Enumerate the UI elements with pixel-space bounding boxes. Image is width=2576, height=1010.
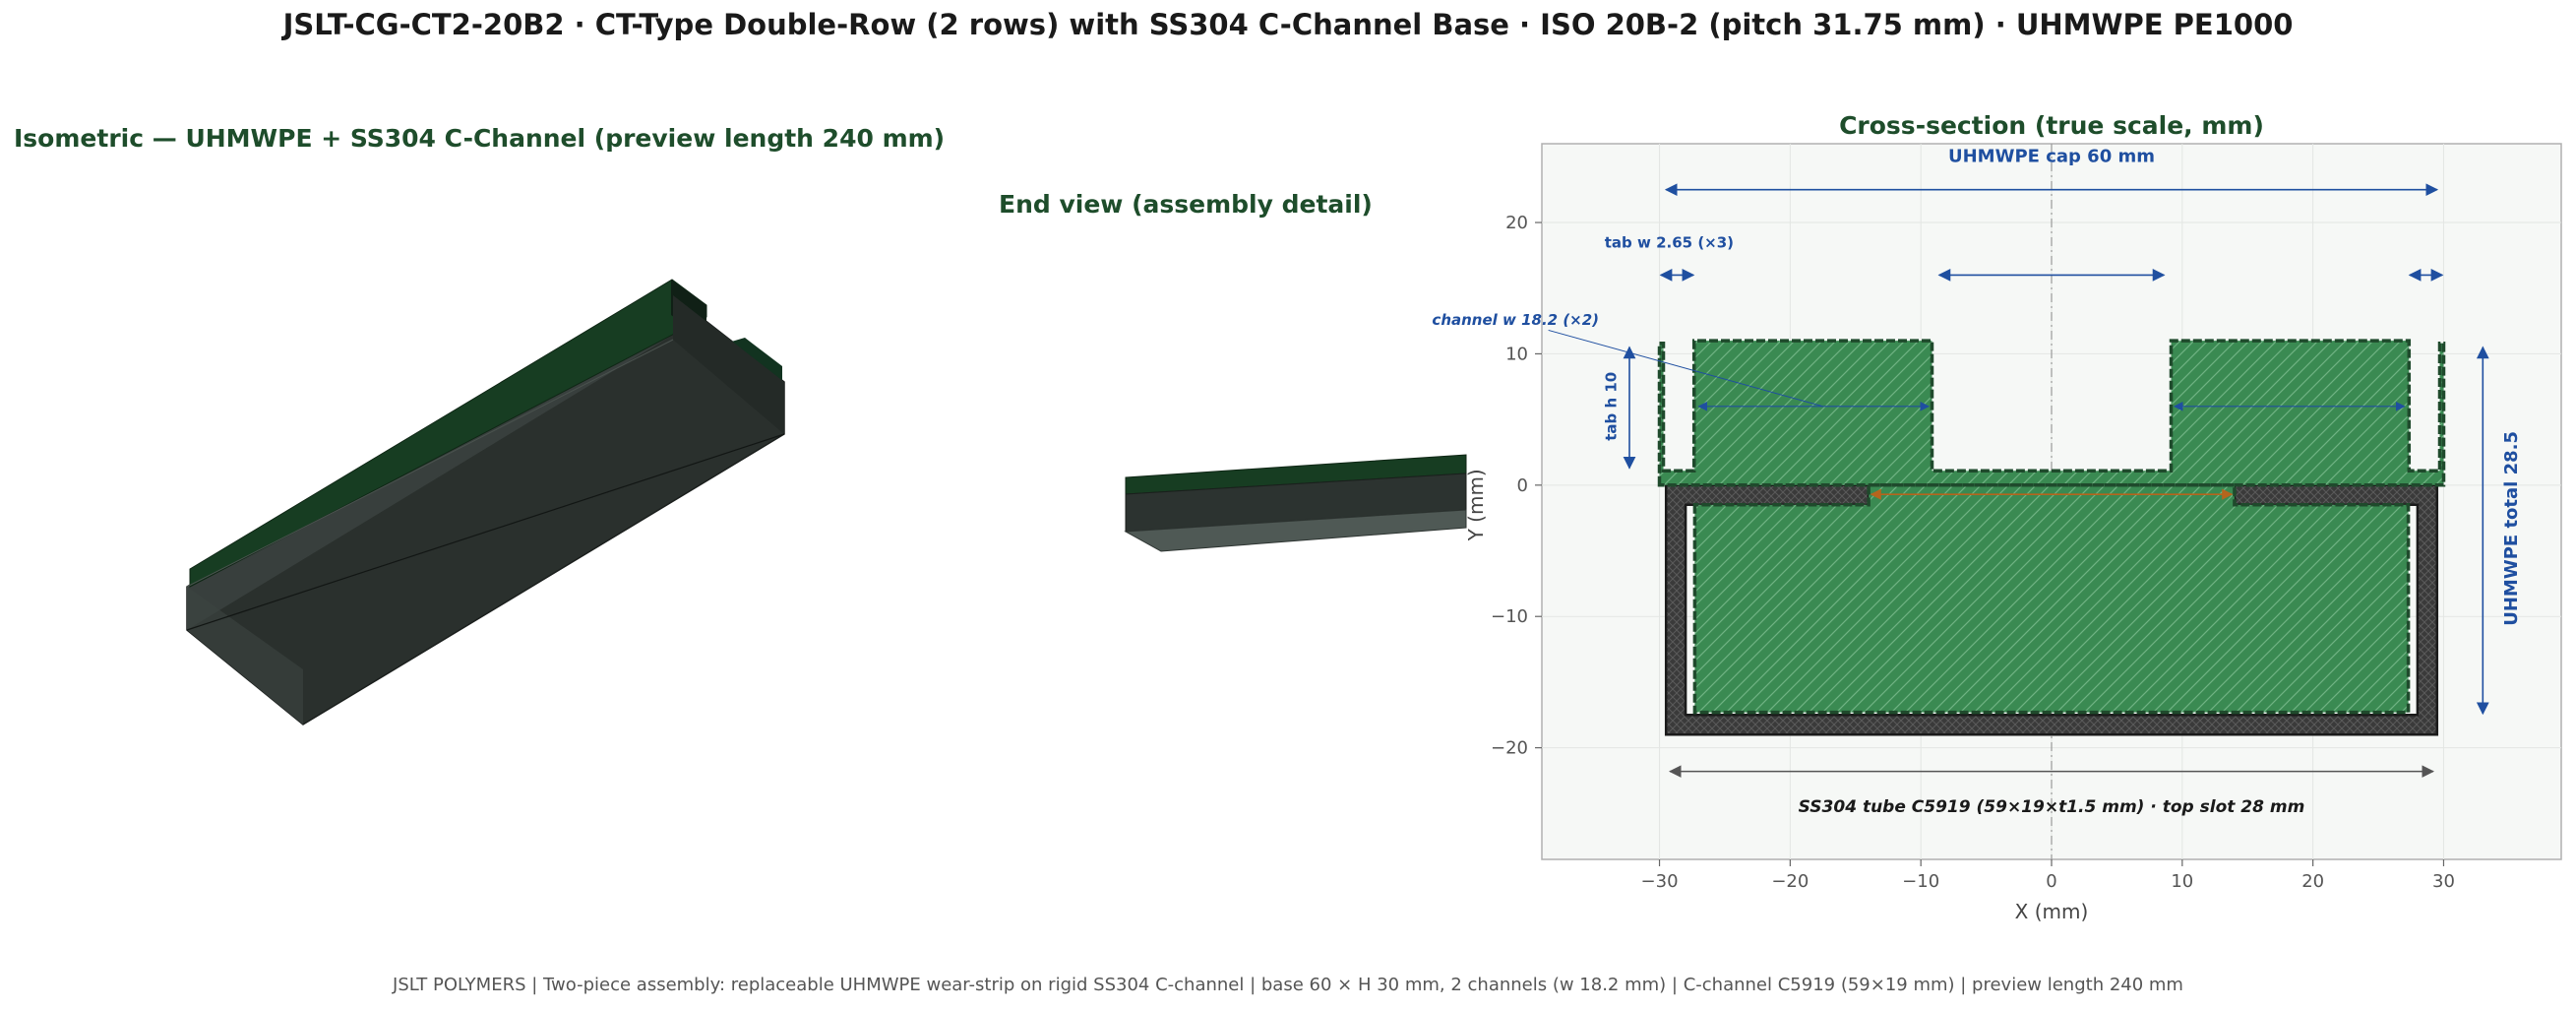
isometric-view-title: Isometric — UHMWPE + SS304 C-Channel (pr… [14, 124, 946, 153]
uhmwpe-body [1657, 339, 2446, 715]
y-tick-label: 20 [1505, 213, 1528, 233]
iso-base-left-face [187, 587, 303, 725]
isometric-view [186, 279, 785, 726]
main-title: JSLT-CG-CT2-20B2 · CT-Type Double-Row (2… [282, 8, 2294, 41]
x-tick-label: −30 [1641, 871, 1679, 892]
iso-edge-line [186, 433, 785, 631]
x-tick-label: −10 [1902, 871, 1939, 892]
x-tick-label: 20 [2301, 871, 2324, 892]
end-view-title: End view (assembly detail) [999, 190, 1373, 219]
end-view-bottom [1124, 509, 1467, 552]
y-tick-label: 0 [1517, 475, 1528, 496]
iso-end-face [673, 295, 784, 434]
cross-section-title: Cross-section (true scale, mm) [1839, 111, 2264, 140]
cross-section-plot: −30 −20 −10 0 10 20 30 −20 −10 0 10 20 UHMWPE cap 6… [1432, 143, 2562, 923]
y-tick-label: −10 [1491, 606, 1528, 627]
tube-label: SS304 tube C5919 (59×19×t1.5 mm) · top s… [1799, 797, 2305, 817]
channel-width-label: channel w 18.2 (×2) [1432, 311, 1599, 329]
y-tick-label: 10 [1505, 344, 1528, 364]
x-tick-label: 0 [2046, 871, 2056, 892]
y-tick-label: −20 [1491, 738, 1528, 759]
tab-height-label: tab h 10 [1603, 372, 1621, 441]
channel-leader-line [1548, 329, 1823, 408]
x-tick-label: 30 [2432, 871, 2455, 892]
tab-width-label: tab w 2.65 (×3) [1605, 233, 1734, 251]
x-axis-label: X (mm) [2015, 900, 2089, 923]
total-height-label: UHMWPE total 28.5 [2501, 431, 2522, 626]
y-axis-label: Y (mm) [1464, 469, 1488, 541]
x-tick-label: 10 [2171, 871, 2193, 892]
footer-caption: JSLT POLYMERS | Two-piece assembly: repl… [393, 975, 2183, 995]
cap-dimension-label: UHMWPE cap 60 mm [1948, 147, 2155, 167]
x-tick-label: −20 [1771, 871, 1809, 892]
end-view [1124, 454, 1467, 552]
axis-ticks: −30 −20 −10 0 10 20 30 −20 −10 0 10 20 [1491, 213, 2455, 892]
iso-inner-line [186, 339, 674, 588]
